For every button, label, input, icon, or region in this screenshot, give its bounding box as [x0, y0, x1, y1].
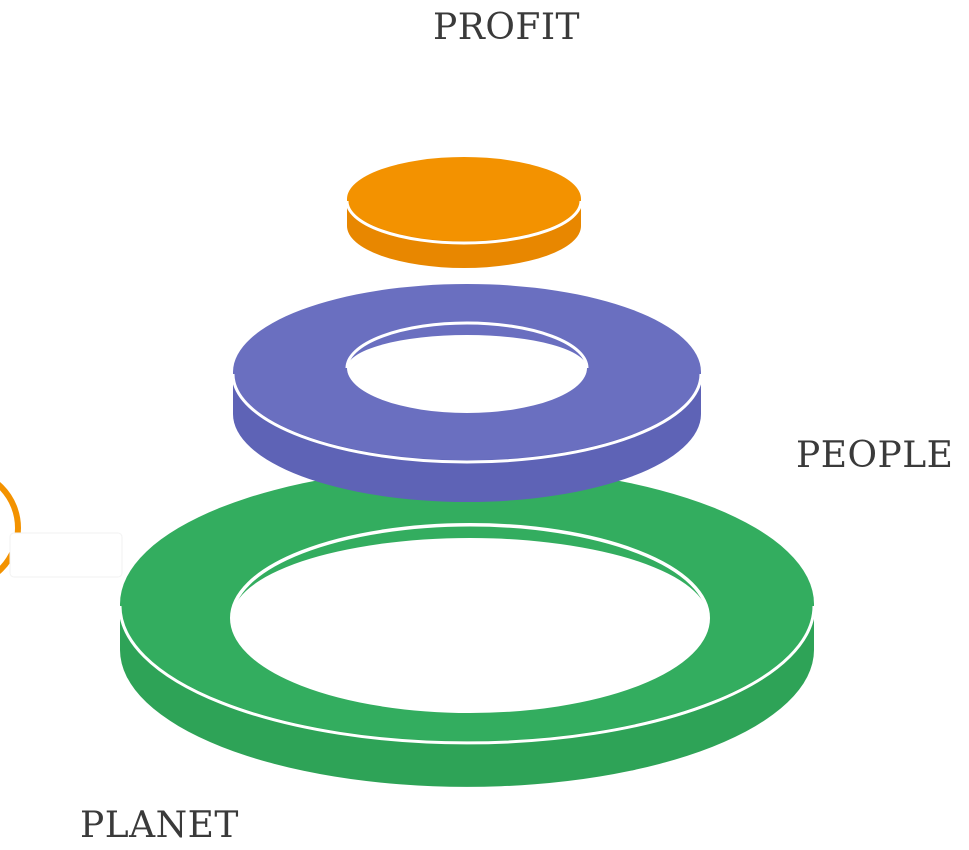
accent-circle [0, 481, 123, 578]
profit-label: PROFIT [433, 7, 581, 48]
people-label: PEOPLE [796, 435, 954, 476]
people-ring [231, 284, 703, 502]
profit-disc [345, 157, 583, 268]
planet-ring [118, 467, 816, 787]
planet-label: PLANET [80, 805, 239, 846]
